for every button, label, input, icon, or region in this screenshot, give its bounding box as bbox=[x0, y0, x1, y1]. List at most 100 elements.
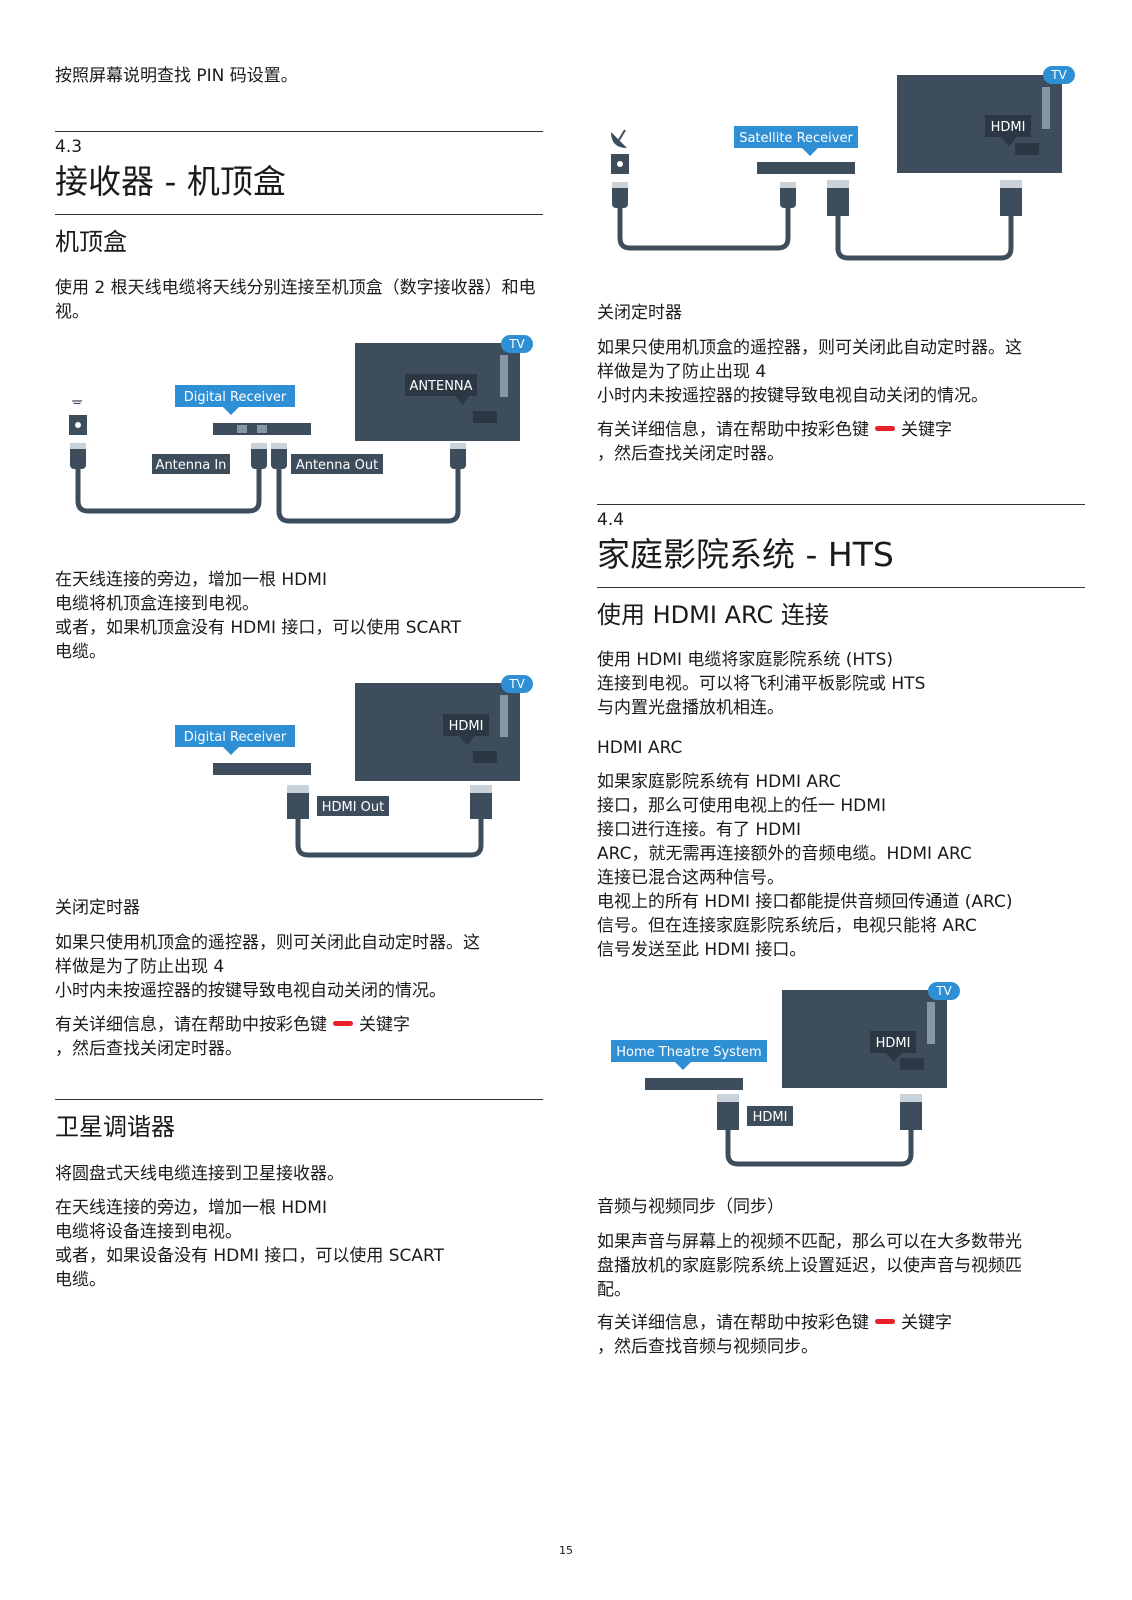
hdmi-port-label-box bbox=[443, 714, 489, 736]
help-line1: 有关详细信息，请在帮助中按彩色键关键字 bbox=[55, 1013, 410, 1037]
help-line2: ，然后查找关闭定时器。 bbox=[55, 1039, 242, 1059]
receiver-label: Digital Receiver bbox=[184, 730, 287, 745]
stb-para2-line1: 在天线连接的旁边，增加一根 HDMI bbox=[55, 570, 327, 590]
receiver-label: Satellite Receiver bbox=[739, 131, 853, 146]
hdmi-cable-label-box bbox=[747, 1106, 793, 1126]
stb-para2-line4: 电缆。 bbox=[55, 642, 106, 662]
arc-intro-line3: 与内置光盘播放机相连。 bbox=[597, 698, 784, 718]
arc-para-line1: 如果家庭影院系统有 HDMI ARC bbox=[597, 772, 841, 792]
red-color-key-icon bbox=[333, 1021, 353, 1026]
tv-badge bbox=[501, 675, 533, 693]
arc-para-line5: 连接已混合这两种信号。 bbox=[597, 868, 784, 888]
off-timer-heading: 关闭定时器 bbox=[55, 898, 140, 918]
hdmi-cable-label: HDMI bbox=[753, 1110, 788, 1125]
hdmi-diagram: TV HDMI Digital Receiver HDMI Out bbox=[175, 675, 533, 858]
tv-badge-label: TV bbox=[1050, 68, 1067, 82]
hdmi-out-label: HDMI Out bbox=[322, 800, 385, 815]
section-rule-hts-bottom bbox=[597, 587, 1085, 588]
antenna-out-label: Antenna Out bbox=[296, 458, 378, 473]
off-timer-line2-right: 样做是为了防止出现 4 bbox=[597, 362, 767, 382]
sat-para2-line4: 电缆。 bbox=[55, 1270, 106, 1290]
page-number: 15 bbox=[559, 1544, 573, 1557]
receiver-label-box bbox=[734, 126, 858, 148]
receiver-box bbox=[757, 162, 855, 174]
section-number: 4.3 bbox=[55, 137, 83, 157]
tv-badge bbox=[1043, 66, 1075, 84]
help-text-b: 关键字 bbox=[901, 420, 952, 440]
receiver-label: Home Theatre System bbox=[616, 1045, 761, 1060]
tv-badge-label: TV bbox=[508, 677, 525, 691]
arc-para-line7: 信号。但在连接家庭影院系统后，电视只能将 ARC bbox=[597, 916, 977, 936]
help-text-a: 有关详细信息，请在帮助中按彩色键 bbox=[597, 420, 869, 440]
hdmi-port-label-box bbox=[870, 1031, 916, 1053]
hdmi-port-label: HDMI bbox=[449, 719, 484, 734]
help-text-b: 关键字 bbox=[359, 1015, 410, 1035]
arc-para-line8: 信号发送至此 HDMI 接口。 bbox=[597, 940, 807, 960]
stb-heading: 机顶盒 bbox=[55, 228, 127, 256]
off-timer-line3-right: 小时内未按遥控器的按键导致电视自动关闭的情况。 bbox=[597, 386, 988, 406]
sync-heading: 音频与视频同步（同步） bbox=[597, 1197, 784, 1217]
stb-para2-line3: 或者，如果机顶盒没有 HDMI 接口，可以使用 SCART bbox=[55, 618, 462, 638]
hdmi-port-label: HDMI bbox=[876, 1036, 911, 1051]
hdmi-port-label: HDMI bbox=[991, 120, 1026, 135]
antenna-port-label: ANTENNA bbox=[409, 379, 472, 394]
tv-badge-label: TV bbox=[935, 984, 952, 998]
arc-para-line4: ARC，就无需再连接额外的音频电缆。HDMI ARC bbox=[597, 844, 972, 864]
stb-para1: 使用 2 根天线电缆将天线分别连接至机顶盒（数字接收器）和电视。 bbox=[55, 278, 536, 322]
sat-rule bbox=[55, 1099, 543, 1100]
section-title-hts: 家庭影院系统 - HTS bbox=[597, 535, 894, 574]
arc-para-line6: 电视上的所有 HDMI 接口都能提供音频回传通道 (ARC) bbox=[597, 892, 1013, 912]
sat-para2-line1: 在天线连接的旁边，增加一根 HDMI bbox=[55, 1198, 327, 1218]
receiver-label-box bbox=[611, 1040, 767, 1062]
tv-badge-label: TV bbox=[508, 337, 525, 351]
sync-line2: 盘播放机的家庭影院系统上设置延迟，以使声音与视频匹 bbox=[597, 1256, 1022, 1276]
arc-para-line2: 接口，那么可使用电视上的任一 HDMI bbox=[597, 796, 886, 816]
receiver-label: Digital Receiver bbox=[184, 390, 287, 405]
help-line1-right: 有关详细信息，请在帮助中按彩色键 关键字 bbox=[597, 418, 952, 442]
sat-para2-line2: 电缆将设备连接到电视。 bbox=[55, 1222, 242, 1242]
antenna-icon: ᚚ bbox=[71, 393, 82, 409]
antenna-out-label-box bbox=[291, 454, 383, 474]
red-color-key-icon bbox=[875, 426, 895, 431]
off-timer-line2: 样做是为了防止出现 4 bbox=[55, 957, 225, 977]
arc-intro-line1: 使用 HDMI 电缆将家庭影院系统 (HTS) bbox=[597, 650, 893, 670]
hdmi-arc-heading: HDMI ARC bbox=[597, 738, 683, 758]
tv-shape bbox=[782, 990, 947, 1088]
satellite-dish-icon bbox=[611, 129, 627, 148]
arc-intro-line2: 连接到电视。可以将飞利浦平板影院或 HTS bbox=[597, 674, 926, 694]
receiver-box bbox=[213, 763, 311, 775]
intro-pin-text: 按照屏幕说明查找 PIN 码设置。 bbox=[55, 66, 298, 86]
off-timer-line1-right: 如果只使用机顶盒的遥控器，则可关闭此自动定时器。这 bbox=[597, 338, 1022, 358]
arc-heading: 使用 HDMI ARC 连接 bbox=[597, 601, 829, 629]
antenna-in-label-box bbox=[152, 454, 230, 474]
arc-para-line3: 接口进行连接。有了 HDMI bbox=[597, 820, 801, 840]
home-theatre-diagram: TV HDMI Home Theatre System HDMI bbox=[611, 982, 960, 1167]
tv-shape bbox=[897, 75, 1062, 173]
help-text-b: 关键字 bbox=[901, 1313, 952, 1333]
section-rule bbox=[55, 131, 543, 132]
help2-line1: 有关详细信息，请在帮助中按彩色键 关键字 bbox=[597, 1311, 952, 1335]
antenna-in-label: Antenna In bbox=[156, 458, 227, 473]
receiver-label-box bbox=[175, 385, 295, 407]
stb-para2-line2: 电缆将机顶盒连接到电视。 bbox=[55, 594, 259, 614]
antenna-diagram: TV ANTENNA Digital Receiver ᚚ bbox=[69, 335, 533, 524]
section-rule-bottom bbox=[55, 214, 543, 215]
off-timer-line1: 如果只使用机顶盒的遥控器，则可关闭此自动定时器。这 bbox=[55, 933, 480, 953]
section-title: 接收器 - 机顶盒 bbox=[55, 162, 286, 201]
sat-heading: 卫星调谐器 bbox=[55, 1113, 175, 1141]
hdmi-out-label-box bbox=[317, 796, 389, 816]
red-color-key-icon bbox=[875, 1319, 895, 1324]
receiver-label-box bbox=[175, 725, 295, 747]
tv-badge bbox=[501, 335, 533, 353]
sync-line1: 如果声音与屏幕上的视频不匹配，那么可以在大多数带光 bbox=[597, 1232, 1022, 1252]
off-timer-line3: 小时内未按遥控器的按键导致电视自动关闭的情况。 bbox=[55, 981, 446, 1001]
satellite-diagram: TV HDMI Satellite Receiver bbox=[611, 66, 1075, 261]
receiver-box bbox=[645, 1078, 743, 1090]
help-text-a: 有关详细信息，请在帮助中按彩色键 bbox=[597, 1313, 869, 1333]
sync-line3: 配。 bbox=[597, 1280, 631, 1300]
tv-shape bbox=[355, 683, 520, 781]
tv-badge bbox=[928, 982, 960, 1000]
hdmi-port-label-box bbox=[985, 115, 1031, 137]
section-rule-hts bbox=[597, 504, 1085, 505]
help2-line2: ，然后查找音频与视频同步。 bbox=[597, 1337, 818, 1357]
